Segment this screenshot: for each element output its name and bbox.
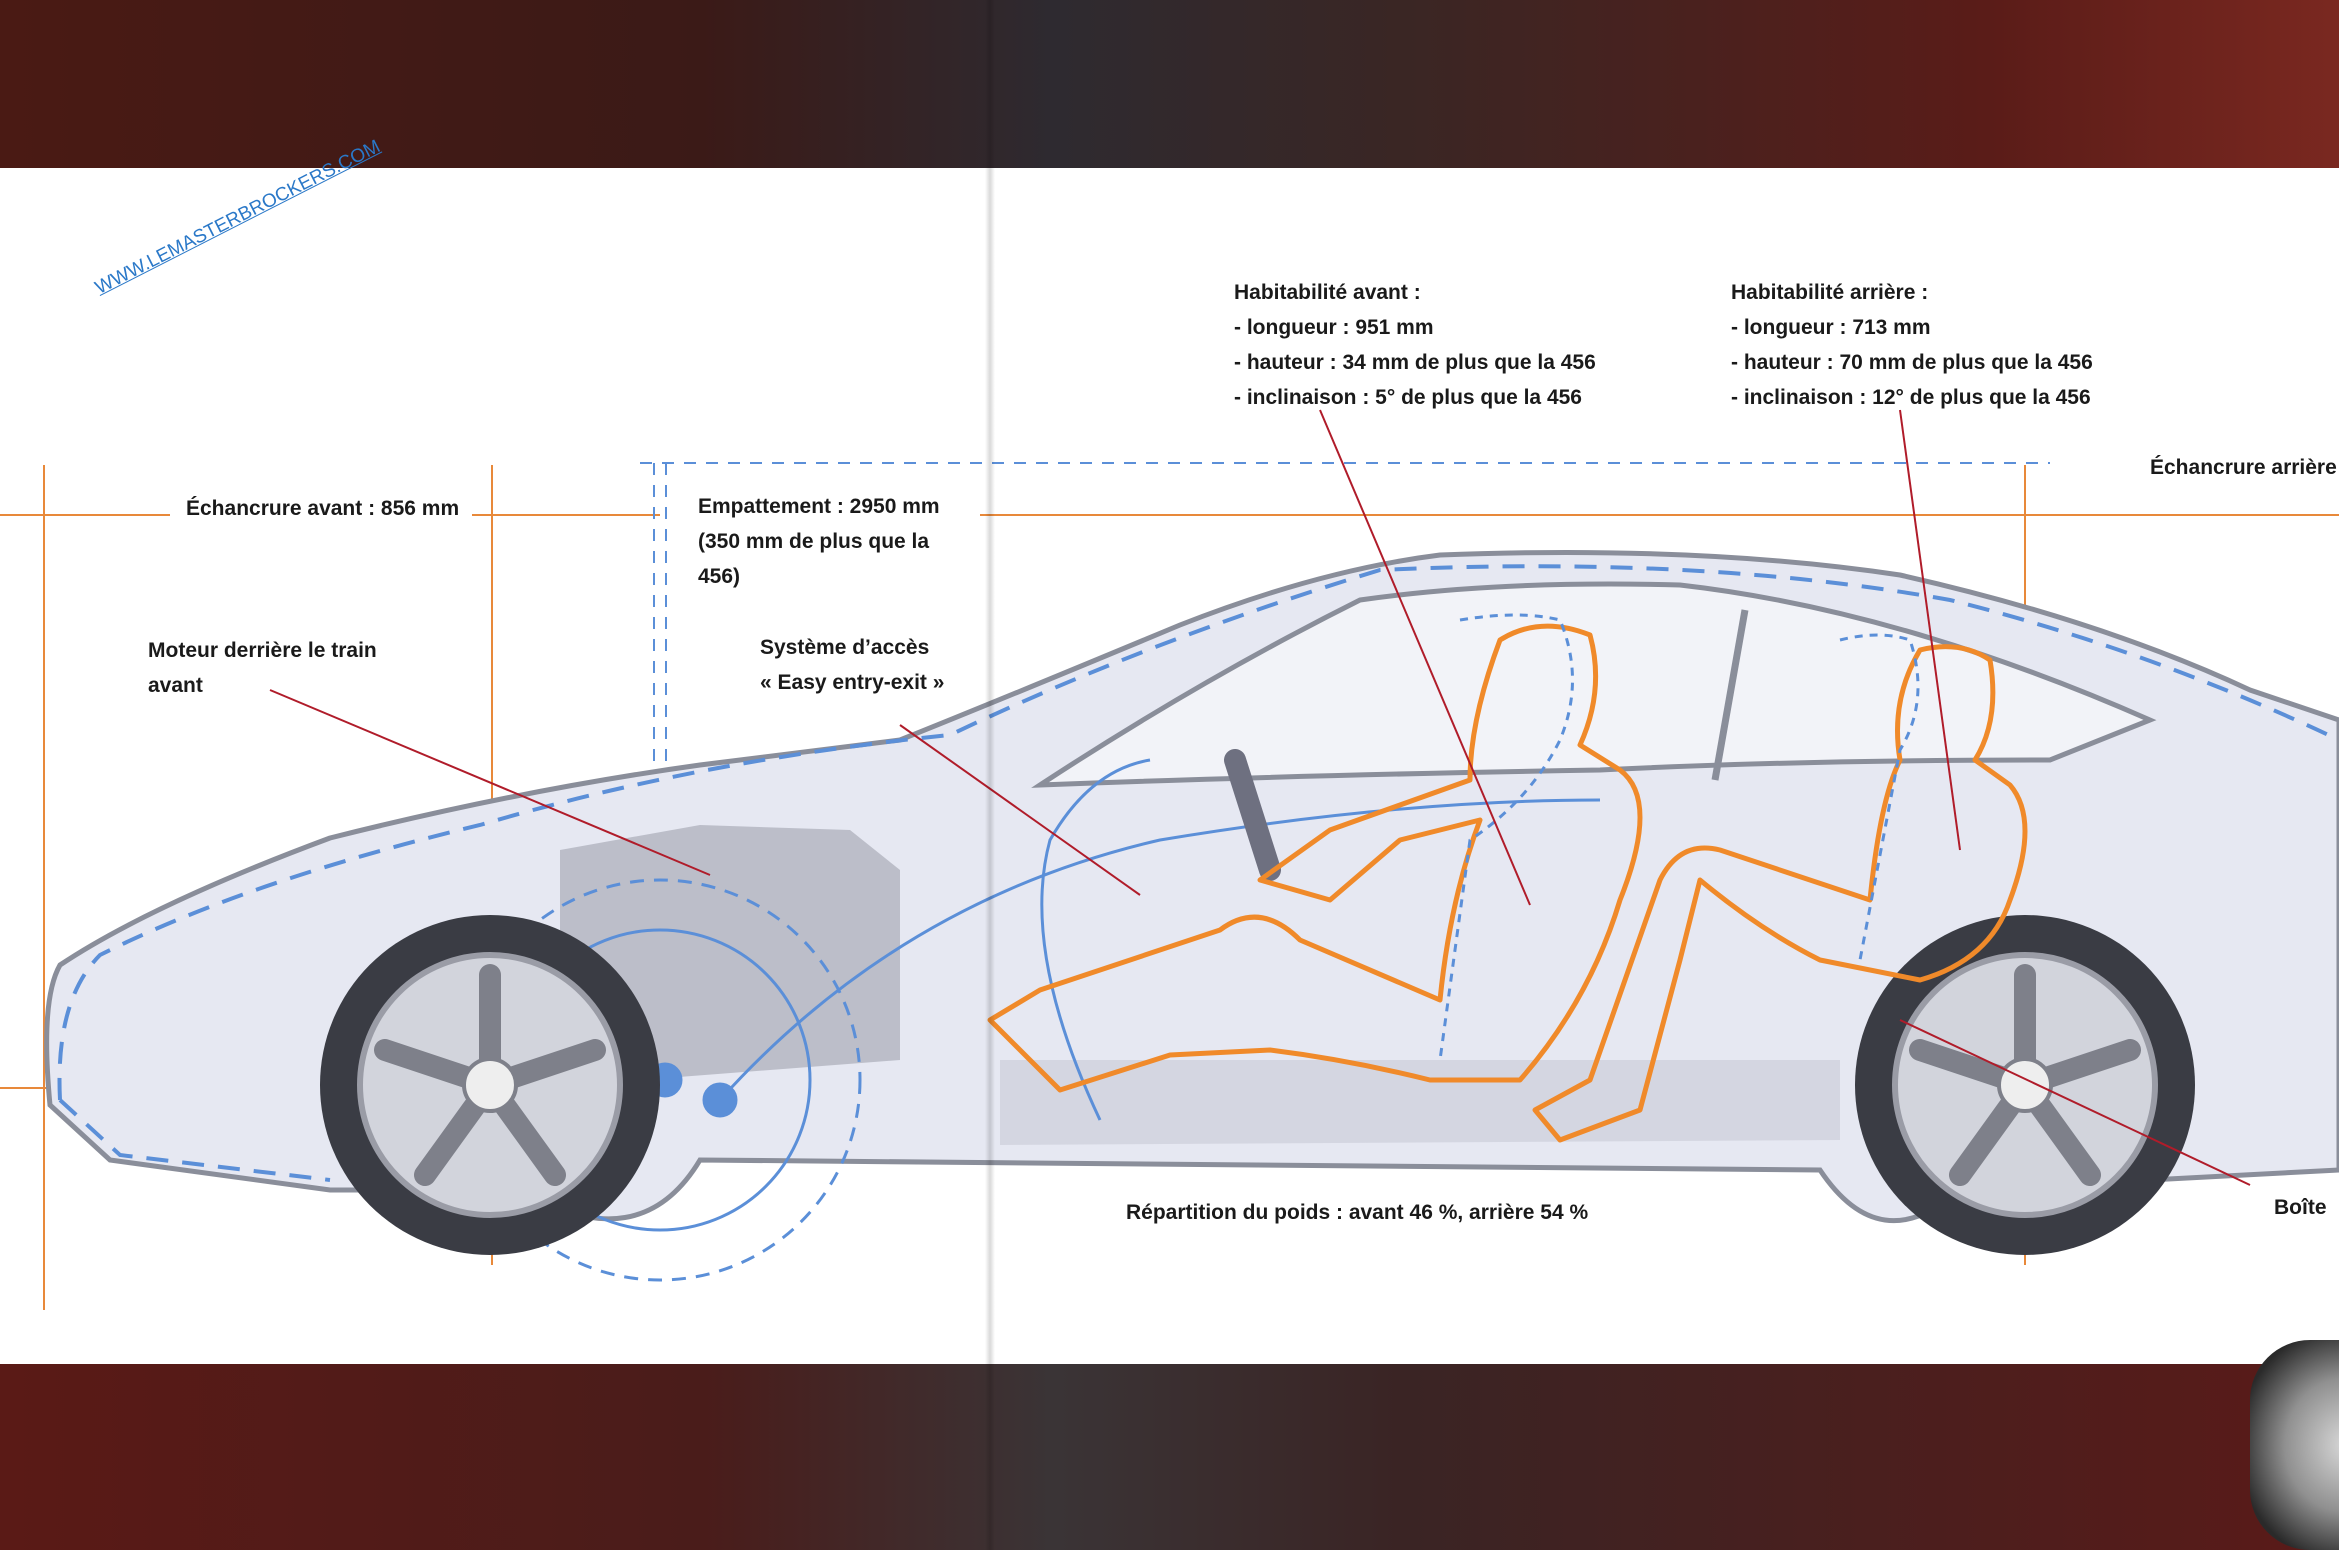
label-weight-distribution: Répartition du poids : avant 46 %, arriè… bbox=[1126, 1201, 1589, 1224]
rear-wheel bbox=[1855, 915, 2195, 1255]
next-page-car-edge bbox=[2250, 1340, 2339, 1550]
top-background-band bbox=[0, 0, 2339, 168]
bottom-background-band bbox=[0, 1364, 2339, 1550]
steering-wheel bbox=[1224, 749, 1281, 881]
label-front-overhang: Échancrure avant : 856 mm bbox=[182, 491, 464, 526]
rear-occupant bbox=[1532, 644, 2028, 1143]
label-wheelbase: Empattement : 2950 mm (350 mm de plus qu… bbox=[698, 489, 948, 594]
front-occupant bbox=[987, 623, 1643, 1093]
label-front-room: Habitabilité avant : - longueur : 951 mm… bbox=[1234, 281, 1596, 409]
label-access-system: Système d’accès « Easy entry-exit » bbox=[760, 636, 945, 694]
label-rear-room: Habitabilité arrière : - longueur : 713 … bbox=[1731, 281, 2093, 409]
ghost-outline-456 bbox=[57, 564, 2339, 1101]
leader-lines bbox=[269, 409, 2251, 1186]
label-rear-overhang: Échancrure arrière bbox=[2150, 456, 2337, 479]
label-engine: Moteur derrière le train avant bbox=[148, 639, 377, 697]
front-wheel bbox=[320, 915, 660, 1255]
page-spine bbox=[985, 0, 995, 1550]
label-gearbox: Boîte bbox=[2274, 1196, 2327, 1219]
